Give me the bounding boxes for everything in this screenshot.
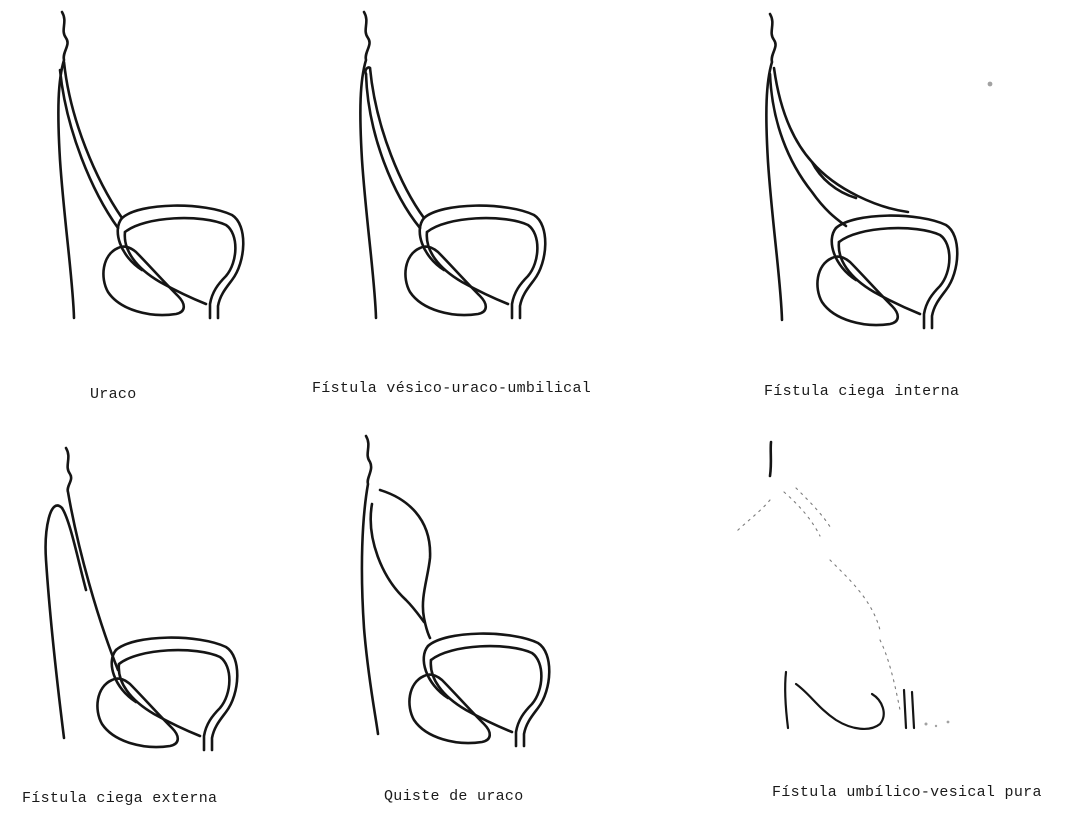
caption-fistula-ciega-externa: Fístula ciega externa xyxy=(22,790,217,807)
caption-uraco: Uraco xyxy=(90,386,137,403)
caption-fistula-vesico-uraco-umbilical: Fístula vésico-uraco-umbilical xyxy=(312,380,591,397)
panel-fistula-ciega-externa-drawing xyxy=(46,448,238,750)
panel-uraco-drawing xyxy=(58,12,243,318)
caption-fistula-ciega-interna: Fístula ciega interna xyxy=(764,383,959,400)
panel-fistula-vesico-uraco-umbilical-drawing xyxy=(360,12,545,318)
panel-fistula-umbilico-vesical-pura-drawing xyxy=(736,82,992,729)
panel-quiste-de-uraco-drawing xyxy=(362,436,549,746)
panel-fistula-ciega-interna-drawing xyxy=(766,14,957,328)
caption-fistula-umbilico-vesical-pura: Fístula umbílico-vesical pura xyxy=(772,784,1042,801)
caption-quiste-de-uraco: Quiste de uraco xyxy=(384,788,524,805)
